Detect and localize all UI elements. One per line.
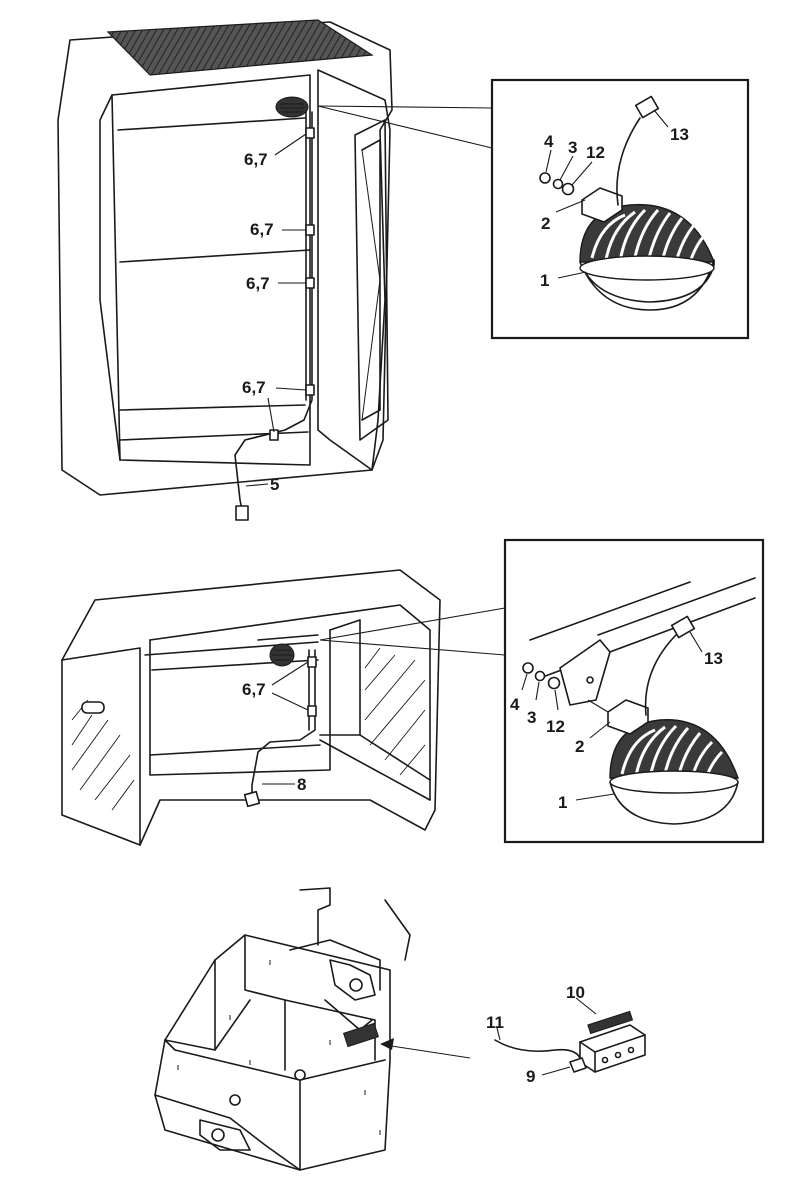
view1-cab xyxy=(57,19,493,521)
detail1-label-lock-washer: 12 xyxy=(586,143,605,162)
detail2-lock-washer xyxy=(547,676,561,690)
detail1-lock-washer xyxy=(561,182,575,196)
view3-label-cover: 10 xyxy=(566,983,585,1002)
view3-arrow xyxy=(384,1044,471,1059)
view2-plug xyxy=(243,790,261,808)
view2-lamp xyxy=(257,634,319,667)
detail1-bracket xyxy=(581,187,623,223)
view1-clip-2 xyxy=(305,224,315,236)
view3-label-harness: 11 xyxy=(486,1013,504,1032)
detail1-label-connector: 13 xyxy=(670,125,689,144)
detail1-connector xyxy=(634,95,660,119)
view3-harness-wire xyxy=(494,1039,581,1059)
detail2-washer xyxy=(534,670,546,682)
detail2-label-lock-washer: 12 xyxy=(546,717,565,736)
view2-label-harness: 8 xyxy=(297,775,306,794)
view2-harness-cable xyxy=(251,649,316,796)
view3-frame-connector xyxy=(342,1022,380,1048)
view3-frame-body xyxy=(154,934,391,1171)
view1-roof-grill xyxy=(106,19,374,76)
view3-cover xyxy=(587,1010,634,1035)
detail2-nut xyxy=(522,662,534,674)
view2-left-glass-hatch xyxy=(71,699,135,811)
detail2-connector-wire xyxy=(644,634,677,716)
detail2-label-lamp: 1 xyxy=(558,793,567,812)
view1-label-clip-4: 6,7 xyxy=(242,378,266,397)
view2-clip-2 xyxy=(307,705,317,717)
view1-plug xyxy=(235,505,249,521)
detail2-bracket xyxy=(607,699,649,735)
view2-label-clips: 6,7 xyxy=(242,680,266,699)
detail2-label-connector: 13 xyxy=(704,649,723,668)
view1-harness-cable xyxy=(234,111,313,511)
view1-cab-shell xyxy=(57,21,393,496)
view1-clip-3 xyxy=(305,277,315,289)
view2-side-handle xyxy=(81,701,105,714)
detail1-nut xyxy=(539,172,551,184)
detail2-label-nut: 4 xyxy=(510,695,520,714)
detail1-box: 4 3 12 2 1 13 xyxy=(490,78,750,340)
view1-clip-1 xyxy=(305,127,315,139)
view1-label-clip-3: 6,7 xyxy=(246,274,270,293)
view3-label-fitting: 9 xyxy=(526,1067,535,1086)
view1-labels: 6,7 6,7 6,7 6,7 5 xyxy=(242,133,307,494)
view3-frame xyxy=(154,887,471,1171)
detail2-box: 4 3 12 2 1 13 xyxy=(503,538,765,844)
view3-detail: 10 11 9 xyxy=(486,983,646,1086)
view2-clip-1 xyxy=(307,656,317,668)
view2-right-glass-hatch xyxy=(364,647,426,776)
detail1-lamp xyxy=(579,203,716,311)
detail1-washer xyxy=(552,178,564,190)
detail1-label-lamp: 1 xyxy=(540,271,549,290)
view3-fitting xyxy=(569,1057,587,1073)
detail1-label-washer: 3 xyxy=(568,138,577,157)
detail1-label-nut: 4 xyxy=(544,132,554,151)
view1-label-harness: 5 xyxy=(270,475,279,494)
detail2-connector xyxy=(670,615,696,639)
detail1-connector-wire xyxy=(616,117,641,206)
view1-clip-4 xyxy=(305,384,315,396)
view1-label-clip-2: 6,7 xyxy=(250,220,274,239)
view1-lamp xyxy=(275,96,309,118)
detail2-label-washer: 3 xyxy=(527,708,536,727)
view2-cab xyxy=(61,569,506,846)
view1-label-clip-1: 6,7 xyxy=(244,150,268,169)
detail2-label-bracket: 2 xyxy=(575,737,584,756)
view2-labels: 6,7 8 xyxy=(242,661,309,794)
detail2-lamp xyxy=(609,719,739,825)
detail1-label-bracket: 2 xyxy=(541,214,550,233)
